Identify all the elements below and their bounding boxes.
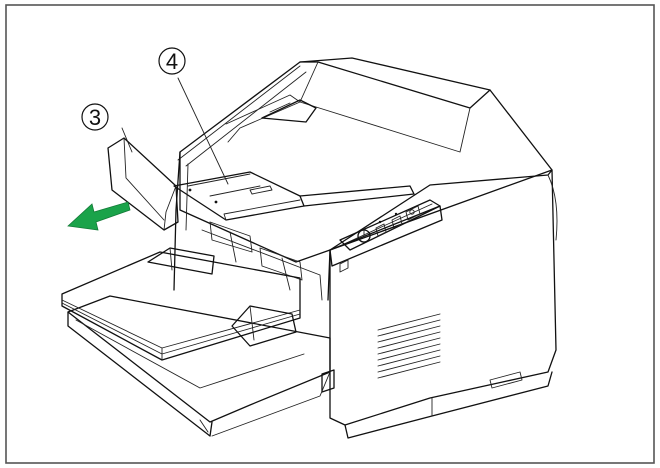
output-tray [61, 247, 331, 437]
callout-label-3: 3 [89, 105, 101, 130]
figure-border [5, 4, 655, 464]
button-icon [375, 223, 387, 237]
arrow-left-icon [67, 201, 131, 231]
callout-label-4: 4 [166, 49, 178, 74]
scanner-body [173, 57, 558, 439]
lock-icon [405, 205, 421, 221]
callout-4: 4 [158, 47, 186, 75]
callout-3: 3 [81, 103, 109, 131]
feed-guide-tray [173, 171, 415, 221]
callout-leader-3 [121, 127, 133, 153]
vent-grille [377, 313, 441, 379]
callout-leader-4 [177, 77, 229, 185]
extension-tray [107, 137, 179, 231]
